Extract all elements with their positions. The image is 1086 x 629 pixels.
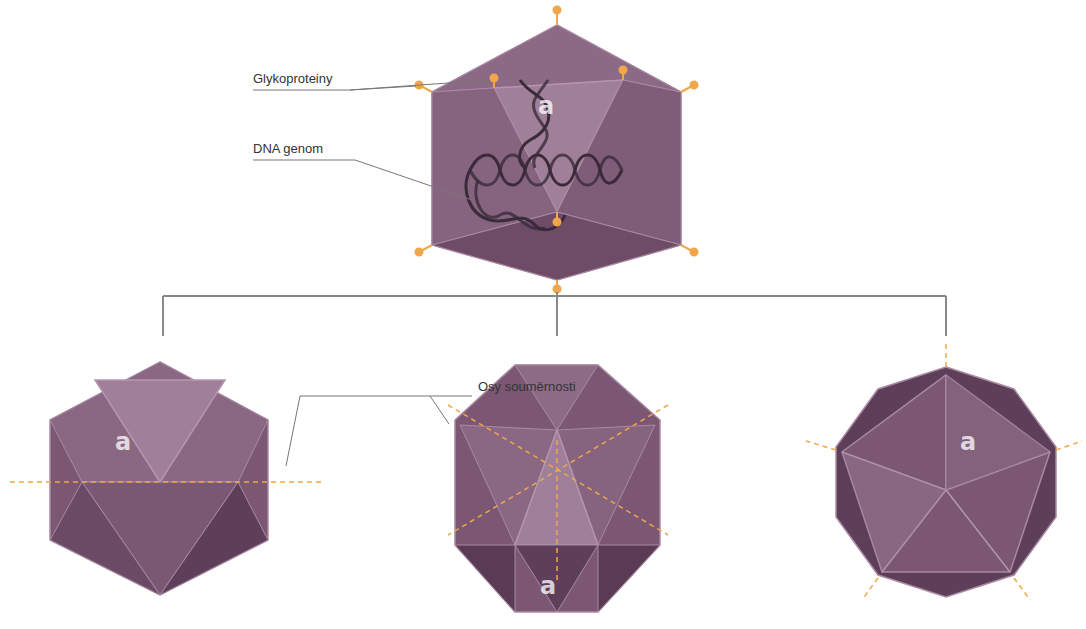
icosahedron-3fold	[448, 365, 668, 612]
virus-capsid	[432, 25, 681, 280]
leader-lines	[253, 80, 490, 466]
watermark: a	[960, 428, 976, 456]
part-label: DNA genom	[253, 141, 323, 156]
watermark: a	[538, 92, 554, 120]
bracket	[163, 292, 946, 336]
dna-genome	[466, 80, 622, 230]
watermark: a	[115, 428, 131, 456]
part-label: Glykoproteiny	[253, 71, 332, 86]
icosahedron-2fold	[10, 362, 322, 595]
glycoproteins	[416, 7, 698, 293]
watermark: a	[540, 572, 556, 600]
icosahedron-5fold	[806, 340, 1082, 600]
part-label: Osy souměrnosti	[478, 379, 576, 394]
